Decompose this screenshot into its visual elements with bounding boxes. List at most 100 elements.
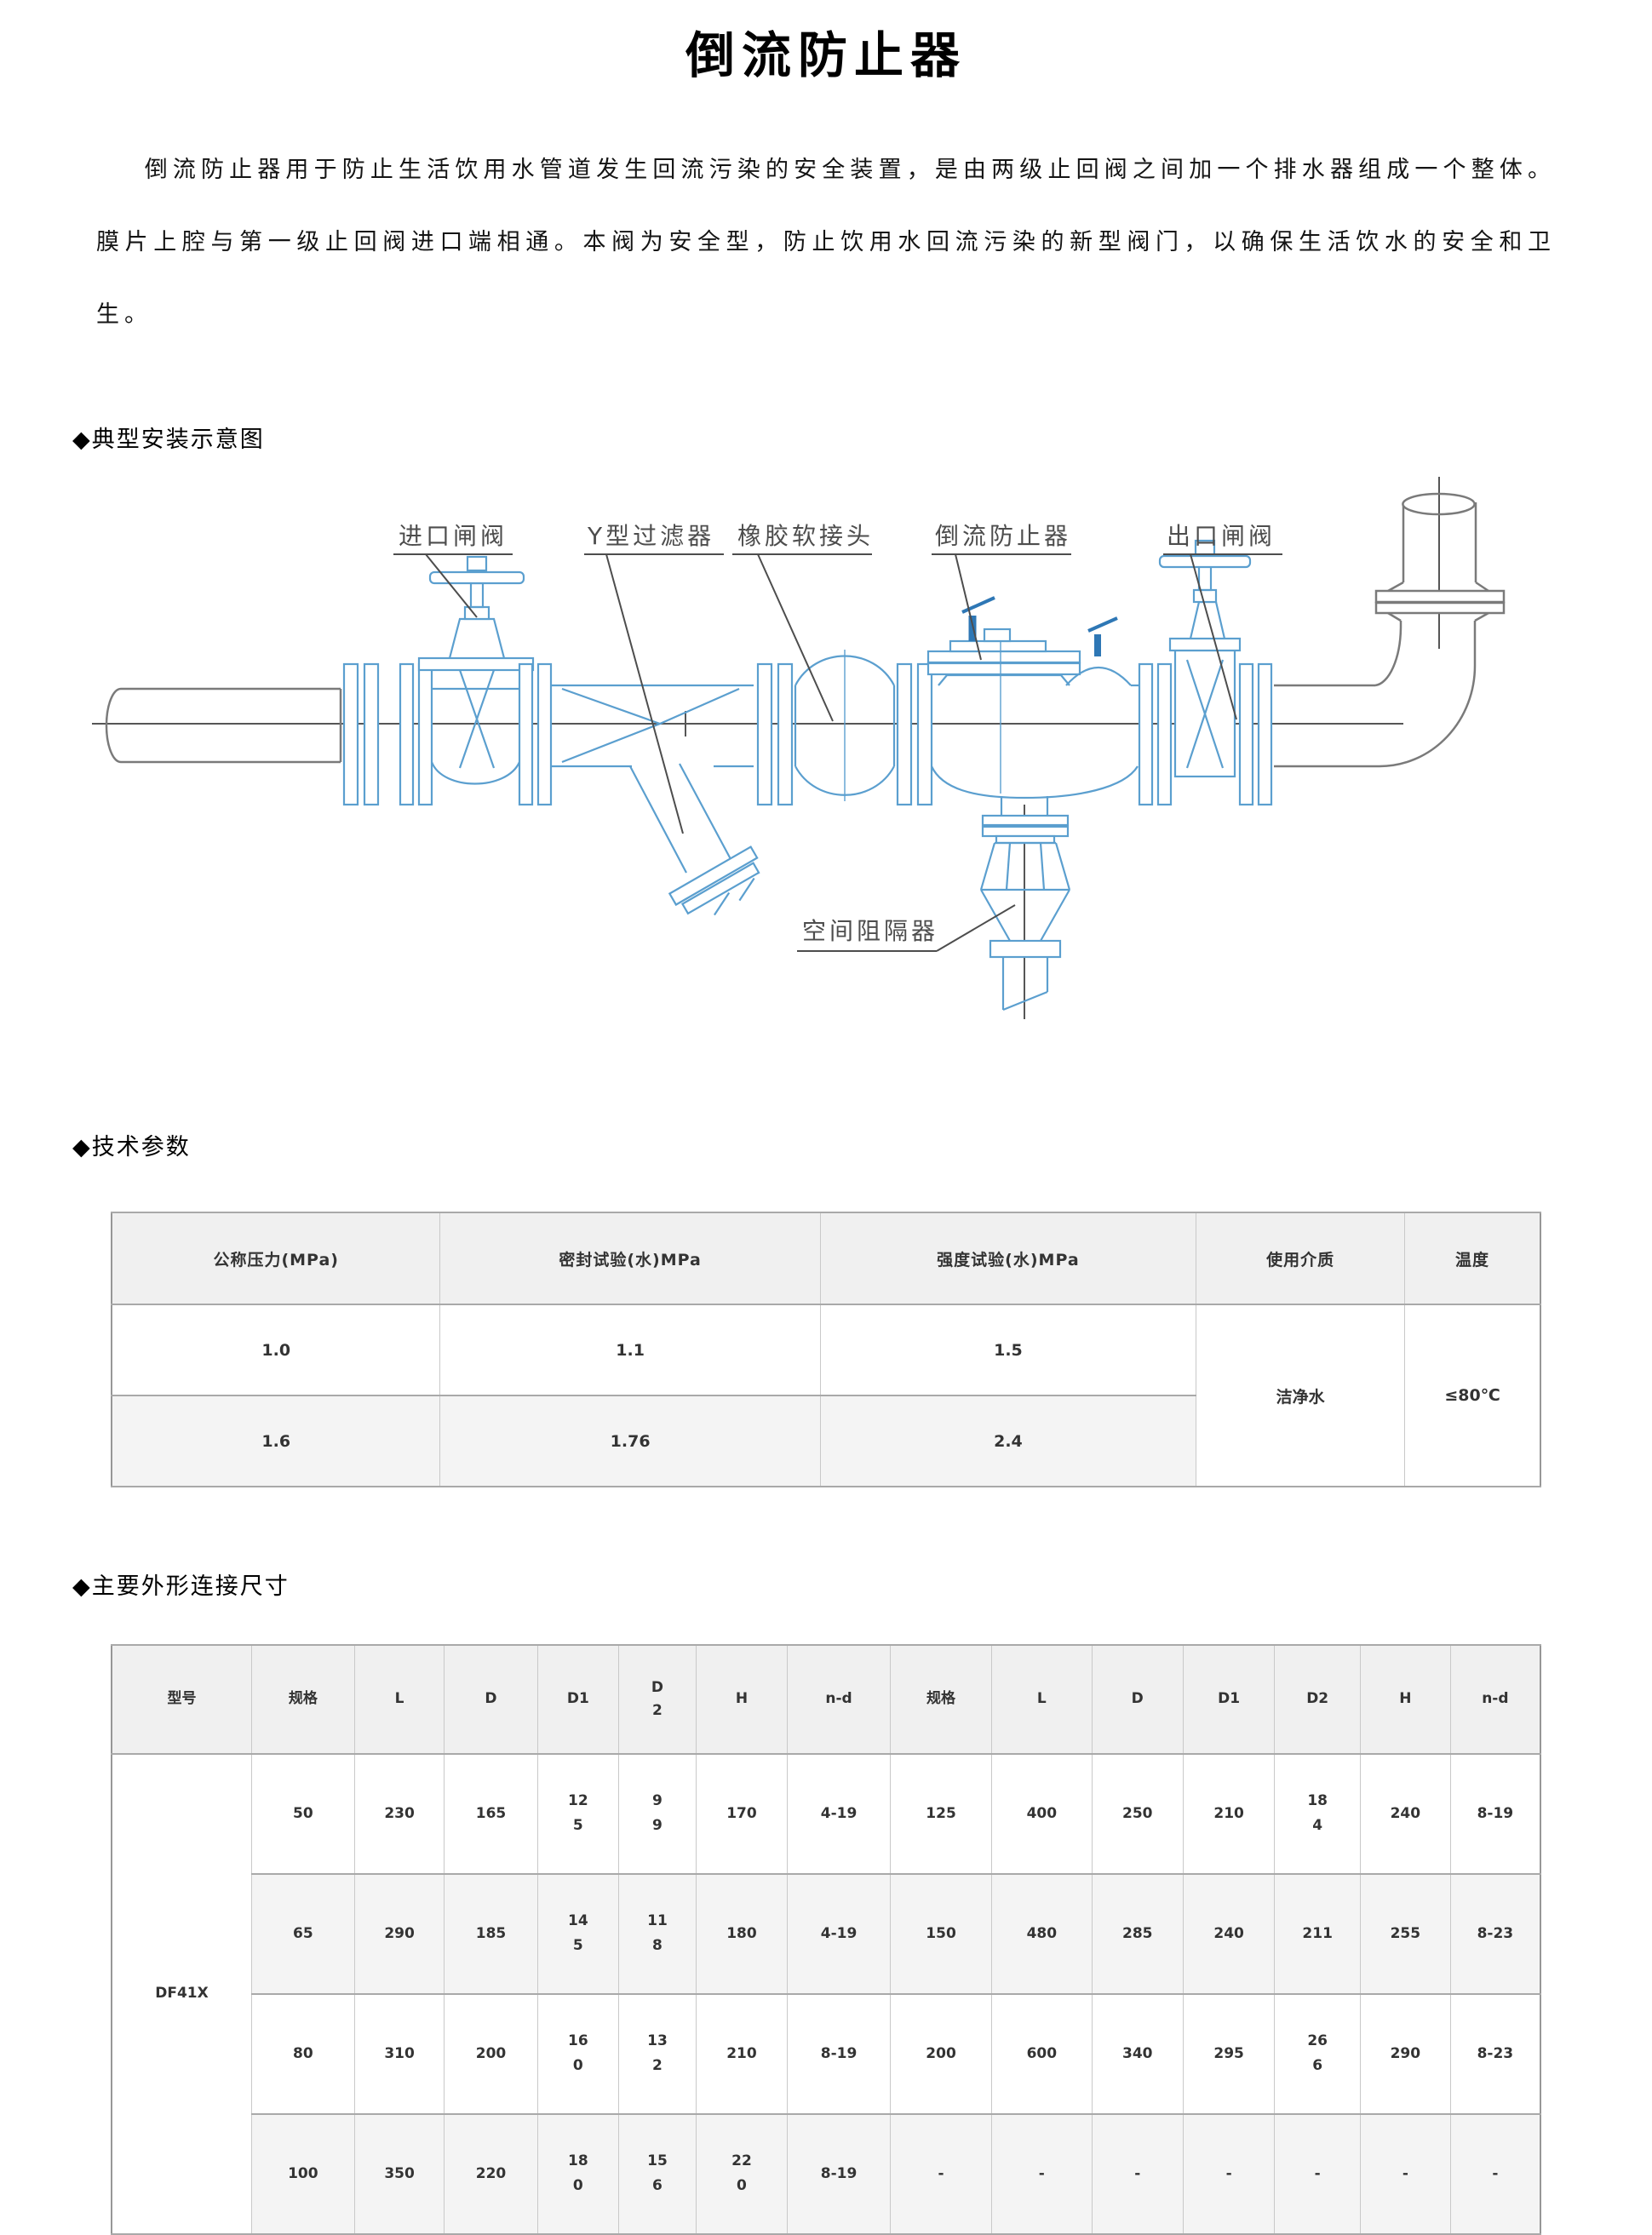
table-cell: - bbox=[889, 2112, 993, 2235]
label-rubber-joint: 橡胶软接头 bbox=[737, 522, 874, 550]
column-header: 规格 bbox=[889, 1643, 993, 1755]
y-strainer bbox=[551, 685, 760, 916]
table-cell: - bbox=[1449, 2112, 1541, 2235]
flange-pair bbox=[896, 663, 933, 806]
table-cell: 240 bbox=[1360, 1752, 1451, 1875]
tech-header-row: 公称压力(MPa) 密封试验(水)MPa 强度试验(水)MPa 使用介质 温度 bbox=[111, 1212, 1541, 1305]
table-cell: - bbox=[991, 2112, 1093, 2235]
page-title: 倒流防止器 bbox=[685, 28, 967, 83]
column-header: 使用介质 bbox=[1196, 1212, 1406, 1305]
piping-schematic: 进口闸阀 Y型过滤器 橡胶软接头 倒流防止器 出口闸阀 空间阻隔器 bbox=[92, 477, 1506, 1020]
table-cell: 170 bbox=[695, 1752, 789, 1875]
section-heading-dimensions: ◆主要外形连接尺寸 bbox=[72, 1573, 290, 1599]
table-cell: 200 bbox=[444, 1992, 538, 2115]
table-cell: 9 9 bbox=[618, 1752, 697, 1875]
diagram-callouts: 进口闸阀 Y型过滤器 橡胶软接头 倒流防止器 出口闸阀 空间阻隔器 bbox=[399, 522, 1272, 945]
table-cell: 22 0 bbox=[695, 2112, 789, 2235]
column-header: L bbox=[991, 1643, 1093, 1755]
table-cell: 1.1 bbox=[439, 1304, 821, 1396]
intro-paragraph: 倒流防止器用于防止生活饮用水管道发生回流污染的安全装置，是由两级止回阀之间加一个… bbox=[96, 156, 1556, 327]
callout-leader-lines bbox=[393, 553, 1282, 953]
table-cell: 2.4 bbox=[819, 1395, 1197, 1487]
table-cell: 100 bbox=[250, 2112, 355, 2235]
table-cell: 310 bbox=[353, 1992, 445, 2115]
table-cell: 165 bbox=[444, 1752, 538, 1875]
table-cell: 1.6 bbox=[111, 1395, 441, 1487]
table-cell: 600 bbox=[991, 1992, 1093, 2115]
section-heading-tech-params: ◆技术参数 bbox=[72, 1134, 191, 1160]
column-header: D bbox=[1091, 1643, 1184, 1755]
temperature-cell: ≤80℃ bbox=[1404, 1304, 1541, 1487]
table-cell: 50 bbox=[250, 1752, 355, 1875]
table-cell: 185 bbox=[444, 1872, 538, 1995]
label-air-gap: 空间阻隔器 bbox=[802, 917, 938, 945]
label-y-strainer: Y型过滤器 bbox=[587, 522, 714, 550]
table-cell: 290 bbox=[353, 1872, 445, 1995]
table-cell: 200 bbox=[889, 1992, 993, 2115]
backflow-preventer-body bbox=[926, 628, 1139, 1011]
column-header: L bbox=[353, 1643, 445, 1755]
column-header: D1 bbox=[1182, 1643, 1276, 1755]
label-backflow-preventer: 倒流防止器 bbox=[935, 522, 1071, 550]
test-cock-icon bbox=[961, 596, 1118, 657]
table-cell: 16 0 bbox=[536, 1992, 620, 2115]
table-cell: 210 bbox=[1182, 1752, 1276, 1875]
model-cell: DF41X bbox=[111, 1752, 252, 2235]
table-cell: 26 6 bbox=[1274, 1992, 1361, 2115]
table-cell: 13 2 bbox=[618, 1992, 697, 2115]
table-cell: 340 bbox=[1091, 1992, 1184, 2115]
label-inlet-valve: 进口闸阀 bbox=[399, 522, 508, 550]
table-cell: 8-19 bbox=[787, 1992, 891, 2115]
column-header: 型号 bbox=[111, 1643, 252, 1755]
column-header: 规格 bbox=[250, 1643, 355, 1755]
table-cell: 211 bbox=[1274, 1872, 1361, 1995]
flange-pair bbox=[342, 663, 380, 806]
table-cell: 150 bbox=[889, 1872, 993, 1995]
inlet-gate-valve bbox=[399, 556, 553, 806]
document-page: 倒流防止器 倒流防止器用于防止生活饮用水管道发生回流污染的安全装置，是由两级止回… bbox=[0, 26, 1652, 2235]
column-header: H bbox=[1360, 1643, 1451, 1755]
column-header: D 2 bbox=[618, 1643, 697, 1755]
table-cell: 8-23 bbox=[1449, 1872, 1541, 1995]
flange-pair bbox=[1238, 663, 1273, 806]
column-header: 密封试验(水)MPa bbox=[439, 1212, 821, 1305]
equipment-line-art bbox=[342, 540, 1273, 1011]
table-cell: 65 bbox=[250, 1872, 355, 1995]
table-cell: 350 bbox=[353, 2112, 445, 2235]
column-header: D1 bbox=[536, 1643, 620, 1755]
table-cell: 1.0 bbox=[111, 1304, 441, 1396]
table-cell: 4-19 bbox=[787, 1752, 891, 1875]
installation-diagram: 进口闸阀 Y型过滤器 橡胶软接头 倒流防止器 出口闸阀 空间阻隔器 bbox=[0, 466, 1652, 1062]
table-cell: 220 bbox=[444, 2112, 538, 2235]
table-cell: 295 bbox=[1182, 1992, 1276, 2115]
table-cell: 400 bbox=[991, 1752, 1093, 1875]
rubber-joint bbox=[794, 650, 896, 802]
table-cell: 12 5 bbox=[536, 1752, 620, 1875]
table-row: 1.6 1.76 2.4 bbox=[111, 1395, 1540, 1487]
table-cell: 180 bbox=[695, 1872, 789, 1995]
table-cell: 18 0 bbox=[536, 2112, 620, 2235]
table-cell: 14 5 bbox=[536, 1872, 620, 1995]
table-cell: - bbox=[1182, 2112, 1276, 2235]
column-header: 公称压力(MPa) bbox=[111, 1212, 441, 1305]
table-cell: - bbox=[1274, 2112, 1361, 2235]
medium-cell: 洁净水 bbox=[1196, 1304, 1406, 1487]
column-header: 强度试验(水)MPa bbox=[819, 1212, 1197, 1305]
column-header: H bbox=[695, 1643, 789, 1755]
table-cell: 11 8 bbox=[618, 1872, 697, 1995]
table-cell: 80 bbox=[250, 1992, 355, 2115]
section-heading-installation-diagram: ◆典型安装示意图 bbox=[72, 426, 265, 452]
table-cell: 4-19 bbox=[787, 1872, 891, 1995]
table-cell: 285 bbox=[1091, 1872, 1184, 1995]
table-cell: 8-19 bbox=[787, 2112, 891, 2235]
table-cell: 18 4 bbox=[1274, 1752, 1361, 1875]
table-cell: 8-23 bbox=[1449, 1992, 1541, 2115]
table-cell: 290 bbox=[1360, 1992, 1451, 2115]
dimensions-table: 型号 规格 L D D1 D 2 H n-d 规格 L D D1 D2 H n-… bbox=[111, 1643, 1541, 2235]
table-cell: - bbox=[1360, 2112, 1451, 2235]
